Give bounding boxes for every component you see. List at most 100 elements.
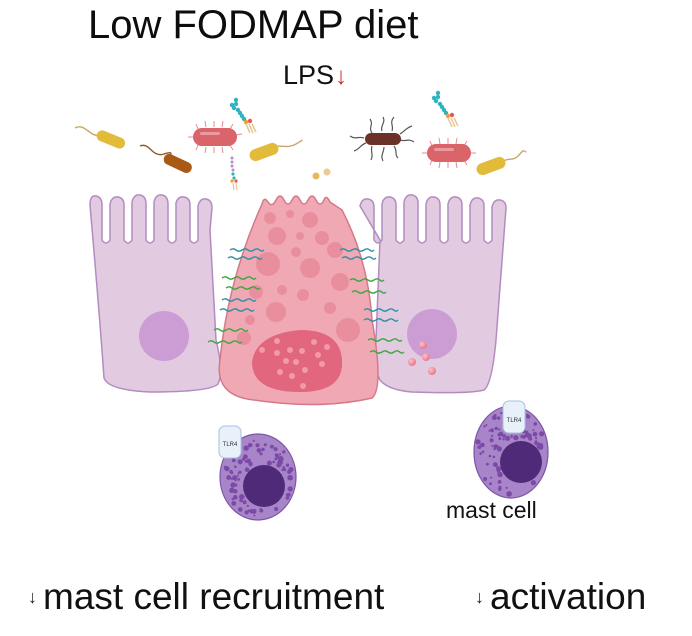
tight-junctions-right	[339, 248, 405, 354]
bacterium-yellow-3	[476, 150, 527, 176]
mast-cell-2: TLR4	[473, 400, 549, 499]
granule	[253, 514, 256, 517]
granule	[520, 435, 524, 439]
granule	[277, 457, 280, 460]
granule	[489, 438, 494, 443]
granule	[256, 448, 262, 453]
granule	[485, 424, 488, 427]
outcome-recruitment: ↓mast cell recruitment	[28, 574, 384, 620]
granule	[255, 443, 260, 448]
granule	[287, 469, 292, 474]
lps-molecule-1	[229, 97, 257, 134]
granule	[238, 507, 243, 512]
granule	[502, 438, 505, 441]
nucleus	[139, 311, 189, 361]
bacterium-red-2	[422, 137, 476, 169]
granule	[237, 459, 241, 464]
outcome-text: activation	[490, 576, 647, 617]
granule	[491, 434, 494, 437]
granule	[230, 471, 234, 475]
granule	[496, 416, 501, 420]
granule	[500, 411, 503, 415]
granule	[496, 466, 502, 472]
bacterium-yellow-2	[249, 139, 303, 162]
granule	[285, 496, 290, 500]
granule	[498, 431, 504, 437]
granule	[244, 445, 247, 448]
granule	[234, 479, 237, 482]
granule	[510, 434, 513, 437]
granule	[498, 437, 502, 441]
lps-label-group: LPS↓	[283, 58, 347, 94]
granule	[532, 429, 535, 432]
granule	[276, 462, 282, 468]
granule	[481, 450, 485, 454]
granule	[498, 487, 502, 491]
granule	[231, 497, 235, 501]
granule	[273, 447, 278, 452]
granule	[282, 450, 286, 454]
granule	[266, 460, 272, 466]
granule	[477, 445, 482, 449]
granule	[486, 462, 489, 466]
lps-molecule-3	[431, 90, 459, 128]
granule	[244, 510, 249, 515]
granule	[233, 478, 236, 481]
granule	[483, 425, 486, 428]
tlr4-label-1: TLR4	[223, 442, 238, 448]
granule	[525, 413, 529, 416]
granule	[475, 439, 481, 445]
granule	[488, 429, 491, 432]
granule	[287, 474, 293, 481]
granule	[251, 508, 257, 514]
granule	[502, 434, 506, 438]
granule	[242, 457, 245, 461]
granule	[286, 492, 291, 497]
granule	[539, 431, 545, 437]
granule	[259, 508, 264, 513]
granule	[491, 415, 497, 421]
granule	[231, 458, 236, 463]
granule	[287, 486, 293, 492]
granule	[530, 480, 537, 486]
granule	[244, 467, 250, 473]
granule	[261, 447, 265, 452]
granule	[278, 453, 282, 456]
mast-cell-1: TLR4	[218, 425, 297, 521]
granule	[263, 443, 267, 447]
granule	[282, 466, 285, 469]
particle	[323, 168, 331, 176]
decrease-arrow-icon: ↓	[475, 587, 484, 607]
decrease-arrow-icon: ↓	[335, 63, 348, 90]
granule	[491, 430, 494, 433]
tight-junctions-left	[207, 248, 265, 344]
granule	[270, 444, 274, 449]
granule	[246, 504, 249, 507]
outcome-activation: ↓ activation	[475, 574, 646, 620]
granule	[497, 480, 502, 484]
granule	[525, 430, 529, 434]
granule	[233, 495, 238, 500]
granule	[237, 478, 241, 481]
granule	[281, 468, 284, 471]
tlr4-receptor: TLR4	[502, 400, 526, 434]
enterocyte-left	[89, 194, 222, 393]
granule	[239, 494, 245, 500]
granule	[505, 435, 511, 441]
decrease-arrow-icon: ↓	[28, 587, 37, 607]
granule	[480, 442, 485, 448]
granule	[246, 458, 251, 464]
granule	[229, 487, 235, 493]
granule	[282, 468, 287, 472]
granule	[534, 437, 538, 440]
granule	[243, 454, 248, 460]
granule	[274, 506, 279, 512]
granule	[231, 501, 237, 506]
bacterium-brown	[139, 144, 192, 173]
granule	[483, 477, 488, 481]
granule	[274, 453, 279, 458]
particle	[312, 172, 320, 180]
granule	[238, 470, 242, 474]
granule	[513, 435, 519, 441]
granule	[247, 509, 251, 512]
